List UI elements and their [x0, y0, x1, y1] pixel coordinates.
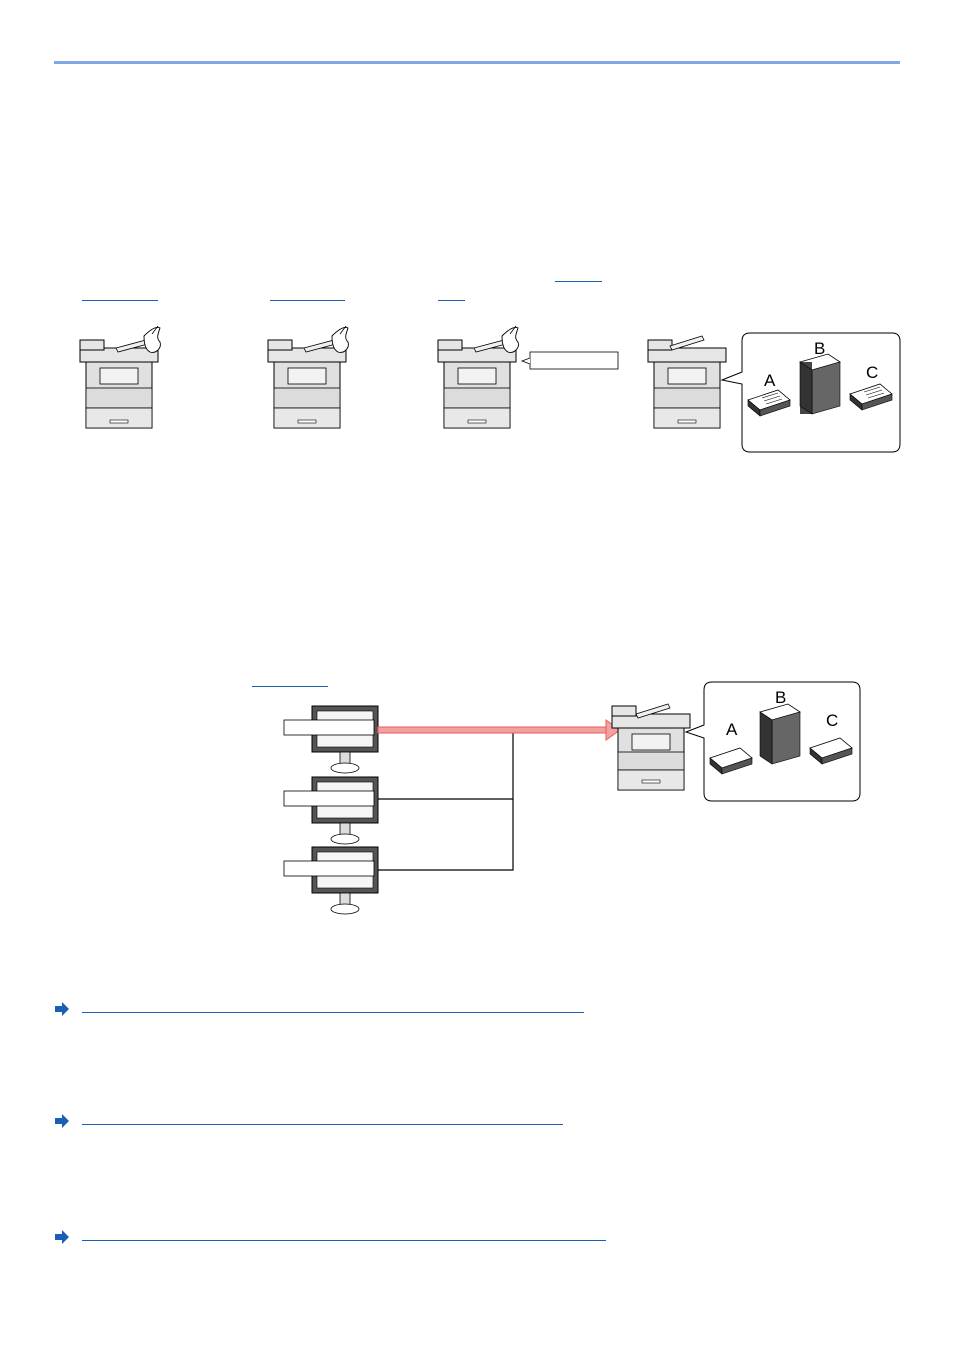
reference-link-1-underline[interactable] [82, 1012, 584, 1013]
diagram-printers-stacks: A B C [79, 325, 901, 453]
stack-b [799, 353, 841, 415]
arrow-right-icon [55, 1114, 69, 1128]
printer-4 [647, 335, 727, 429]
link-underline-2[interactable] [82, 300, 158, 301]
printer-target [611, 703, 691, 791]
stack-a-label: A [764, 371, 776, 390]
stack-b-2-label: B [775, 688, 786, 707]
computer-3 [283, 846, 379, 915]
stack-c-2 [809, 737, 853, 765]
link-underline-4[interactable] [438, 300, 465, 301]
computer-2 [283, 776, 379, 845]
link-underline-1[interactable] [555, 281, 602, 282]
stack-c-label: C [866, 363, 878, 382]
stack-a-2 [709, 747, 753, 775]
stack-b-2 [759, 703, 801, 765]
computer-1 [283, 705, 379, 774]
callout-box [529, 351, 619, 370]
send-arrow [377, 726, 607, 734]
stack-a-2-label: A [726, 720, 738, 739]
arrow-right-icon [55, 1002, 69, 1016]
link-underline-3[interactable] [270, 300, 345, 301]
reference-link-3-underline[interactable] [82, 1240, 606, 1241]
header-rule [54, 61, 900, 64]
printer-2 [267, 325, 349, 429]
link-underline-5[interactable] [252, 686, 328, 687]
stack-c-2-label: C [826, 711, 838, 730]
printer-1 [79, 325, 161, 429]
arrow-right-icon [55, 1230, 69, 1244]
reference-link-2-underline[interactable] [82, 1124, 563, 1125]
diagram-network-print: A B C [283, 681, 861, 915]
stack-b-label: B [814, 339, 825, 358]
printer-3 [437, 325, 519, 429]
